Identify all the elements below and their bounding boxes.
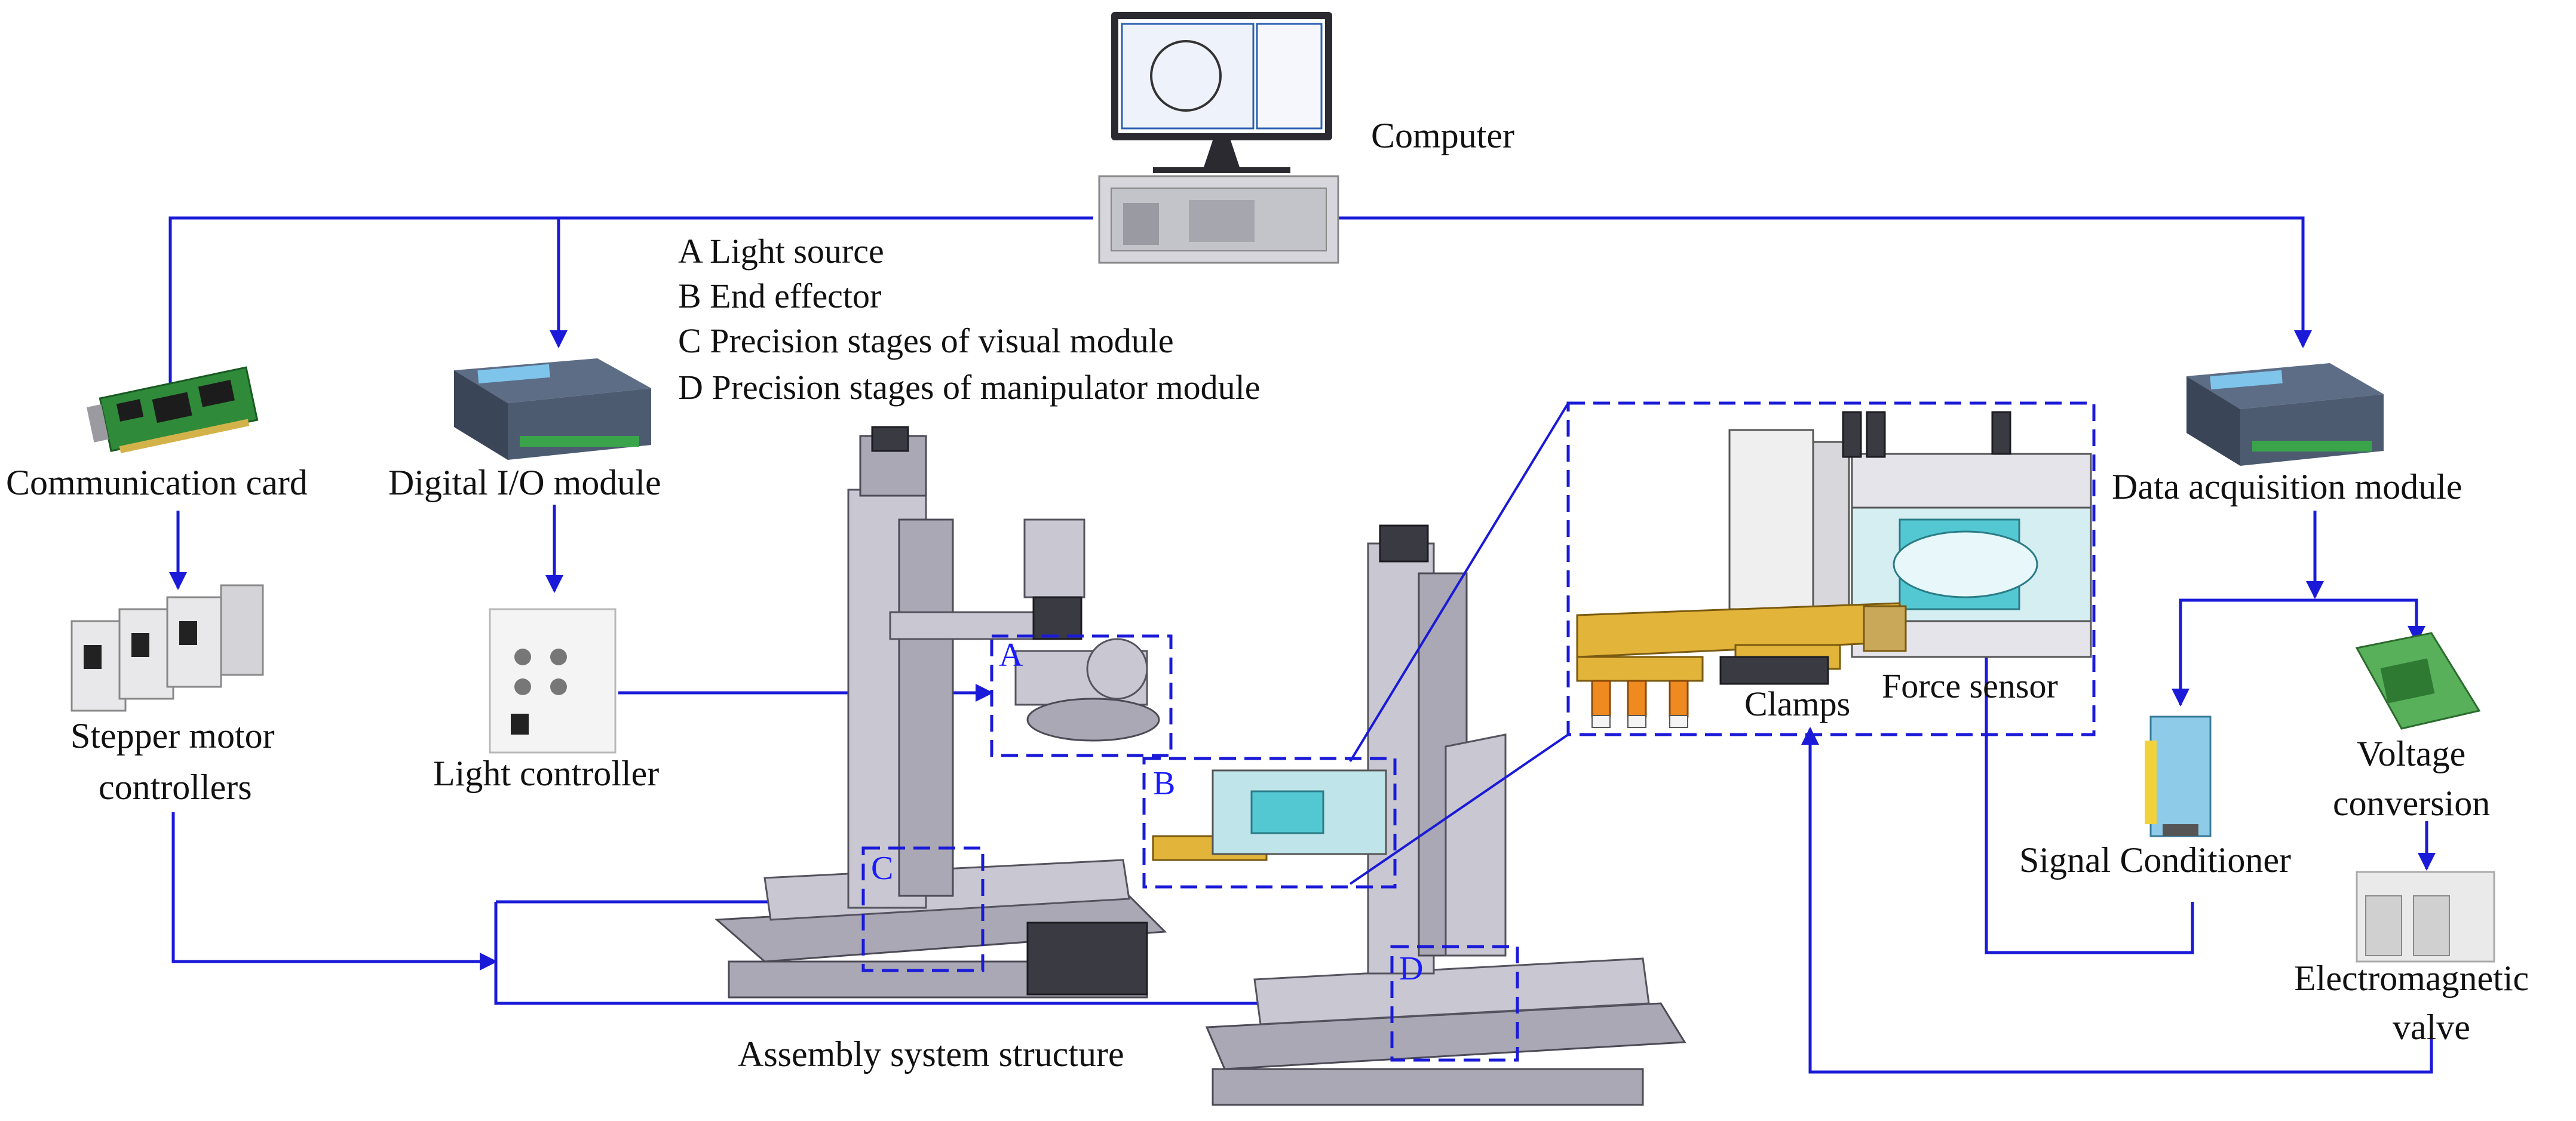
electromagnetic-valve-icon	[2356, 871, 2495, 963]
wire-conditioner-to-force-sensor	[1977, 604, 2194, 954]
computer-label: Computer	[1371, 116, 1514, 155]
end-effector-detail-box	[1566, 401, 2096, 736]
electromagnetic-valve-label-line2: valve	[2393, 1008, 2470, 1047]
legend-item-c: C Precision stages of visual module	[678, 321, 1174, 360]
marker-b: B	[1153, 765, 1175, 802]
zoom-line-top	[1349, 402, 1569, 763]
voltage-conversion-label-line1: Voltage	[2357, 734, 2465, 773]
box-c	[861, 846, 985, 972]
digital-io-module-label: Digital I/O module	[388, 463, 661, 502]
electromagnetic-valve-label-line1: Electromagnetic	[2294, 959, 2529, 998]
digital-io-module-icon	[454, 358, 651, 460]
stepper-motor-controllers-label-line1: Stepper motor	[70, 716, 275, 755]
end-effector-detail	[1576, 411, 2092, 728]
voltage-conversion-label-line2: conversion	[2333, 784, 2490, 823]
connection-wires	[161, 216, 2436, 1074]
signal-conditioner-label: Signal Conditioner	[2019, 840, 2291, 880]
legend-item-a: A Light source	[678, 232, 884, 271]
marker-a: A	[999, 637, 1023, 674]
communication-card-label: Communication card	[6, 463, 308, 502]
legend-item-d: D Precision stages of manipulator module	[678, 368, 1261, 407]
force-sensor-label: Force sensor	[1882, 667, 2058, 705]
wire-valve-to-clamps	[1801, 727, 2433, 1074]
stepper-motor-controllers-label-line2: controllers	[99, 767, 252, 807]
clamps-label: Clamps	[1744, 684, 1850, 723]
data-acquisition-module-icon	[2186, 363, 2384, 466]
legend: A Light source B End effector C Precisio…	[678, 232, 1261, 407]
light-controller-label: Light controller	[433, 754, 659, 793]
end-effector-small	[1152, 769, 1387, 861]
computer-icon	[1098, 12, 1339, 264]
zoom-line-bottom	[1349, 733, 1569, 885]
marker-c: C	[871, 850, 893, 887]
communication-card-icon	[86, 366, 259, 453]
data-acquisition-module-label: Data acquisition module	[2112, 467, 2462, 506]
marker-d: D	[1399, 950, 1423, 987]
wire-to-voltage-conversion	[2315, 598, 2425, 644]
wire-to-signal-conditioner	[2172, 598, 2315, 707]
wire-to-data-acquisition	[1320, 216, 2312, 348]
legend-item-b: B End effector	[678, 277, 881, 315]
stepper-motor-controllers-icon	[70, 584, 264, 712]
voltage-conversion-icon	[2355, 632, 2481, 730]
assembly-system-structure-label: Assembly system structure	[738, 1034, 1124, 1074]
box-a	[990, 634, 1173, 757]
wire-to-communication-card	[161, 216, 1093, 414]
wire-stepper-to-junction	[171, 812, 498, 970]
box-d	[1390, 945, 1519, 1062]
wire-junction-to-d	[494, 902, 1409, 1012]
box-b	[1142, 757, 1397, 889]
signal-conditioner-icon	[2145, 715, 2212, 837]
light-controller-icon	[489, 608, 617, 754]
